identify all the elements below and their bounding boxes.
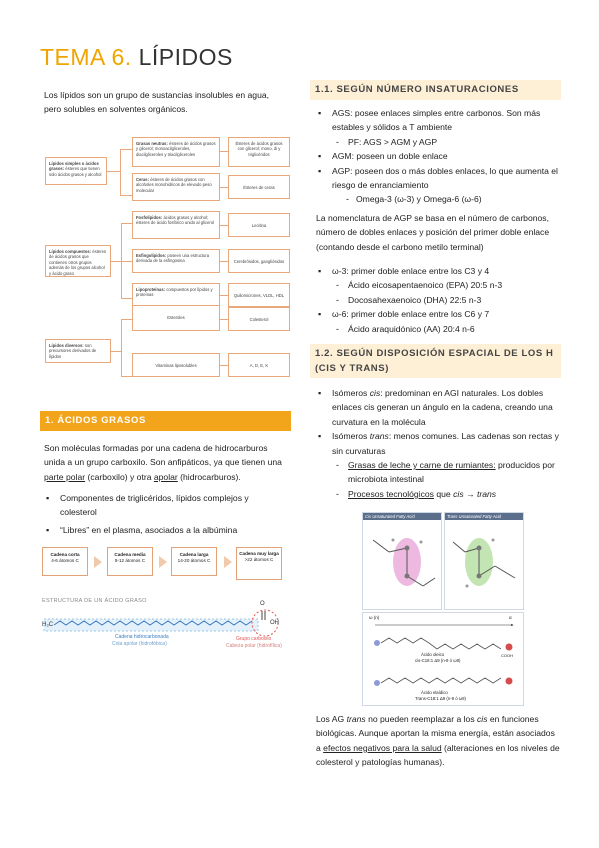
omega-list: ω-3: primer doble enlace entre los C3 y …: [316, 264, 561, 336]
bullet-components: Componentes de triglicéridos, lípidos co…: [44, 491, 284, 520]
bullet-free: “Libres” en el plasma, asociados a la al…: [44, 523, 284, 538]
structure-head-sub: Cabeza polar (hidrofílica): [226, 643, 282, 649]
oleic-label: Ácido oleico: [421, 652, 445, 657]
section-1-2-heading: 1.2. SEGÚN DISPOSICIÓN ESPACIAL DE LOS H…: [310, 344, 561, 378]
structure-title: ESTRUCTURA DE UN ÁCIDO GRASO: [42, 598, 147, 604]
org-vitamins-example: A, D, E, K: [228, 353, 290, 377]
aa-item: Ácido araquidónico (AA) 20:4 n-6: [316, 322, 561, 337]
polar-term: parte polar: [44, 471, 86, 482]
tech-item: Procesos tecnológicos que cis → trans: [316, 487, 561, 502]
org-waxes: Ceras: ésteres de ácidos grasos con alco…: [132, 173, 220, 201]
cis-trans-figure: Cis Unsaturated Fatty Acid Trans Unsatur…: [360, 510, 524, 706]
flow-arrow-icon: [224, 556, 232, 568]
cis-molecule-svg: [372, 538, 436, 587]
title-name: LÍPIDOS: [138, 44, 233, 70]
org-sphingo-example: Cerebrósidos, gangliósidos: [228, 249, 290, 273]
oleic-formula: cis-C18:1 Δ9 (n-9 ó ω9): [415, 658, 461, 663]
agp-item: AGP: poseen dos o más dobles enlaces, lo…: [316, 164, 561, 193]
chain-panel: ω (n) α COOH Ácido oleico cis-C18:1 Δ9 (…: [362, 612, 524, 706]
fatty-acid-chain-svg: [43, 609, 279, 637]
epa-item: Ácido eicosapentaenoico (EPA) 20:5 n-3: [316, 278, 561, 293]
org-sphingo: Esfingolípidos: poseen una estructura de…: [132, 249, 220, 273]
cis-item: Isómeros cis: predominan en AGI naturale…: [316, 386, 561, 429]
org-lipoprot: Lipoproteínas: compuestos por lípidos y …: [132, 283, 220, 307]
pf-item: PF: AGS > AGM y AGP: [316, 135, 561, 150]
dha-item: Docosahexaenoico (DHA) 22:5 n-3: [316, 293, 561, 308]
structure-right-end: OH: [270, 620, 279, 626]
org-neutral: Grasas neutras: ésteres de ácidos grasos…: [132, 137, 220, 167]
w3-item: ω-3: primer doble enlace entre los C3 y …: [316, 264, 561, 279]
section-1-bullets: Componentes de triglicéridos, lípidos co…: [44, 491, 284, 538]
title-number: TEMA 6.: [40, 44, 132, 70]
elaidic-formula: Trans-C18:1 Δ9 (n-9 ó ω9): [415, 696, 466, 701]
section-1-heading: 1. ÁCIDOS GRASOS: [40, 411, 291, 431]
chain-svg: [374, 623, 514, 686]
flow-very-long: Cadena muy larga>22 átomos C: [236, 547, 282, 580]
cis-panel: Cis Unsaturated Fatty Acid: [362, 512, 442, 610]
org-simple: Lípidos simples o ácidos grasos: ésteres…: [45, 157, 107, 185]
omega-item: Omega-3 (ω-3) y Omega-6 (ω-6): [316, 192, 561, 207]
org-complex: Lípidos compuestos: ésteres de ácidos gr…: [45, 245, 111, 277]
trans-item: Isómeros trans: menos comunes. Las caden…: [316, 429, 561, 458]
final-paragraph: Los AG trans no pueden reemplazar a los …: [316, 714, 560, 768]
org-sterols-example: Colesterol: [228, 307, 290, 331]
trans-title: Trans Unsaturated Fatty Acid: [445, 513, 523, 520]
section-1-2-list: Isómeros cis: predominan en AGI naturale…: [316, 386, 561, 502]
flow-arrow-icon: [94, 556, 102, 568]
apolar-term: apolar: [153, 471, 178, 482]
trans-molecule-svg: [452, 538, 516, 588]
nomenclature-text: La nomenclatura de AGP se basa en el núm…: [316, 213, 550, 252]
cis-title: Cis Unsaturated Fatty Acid: [363, 513, 441, 520]
structure-tail-sub: Cola apolar (hidrofóbica): [112, 641, 167, 647]
cooh-label: COOH: [501, 653, 513, 658]
agm-item: AGM: poseen un doble enlace: [316, 149, 561, 164]
elaidic-label: Ácido elaídico: [421, 690, 448, 695]
structure-tail-label: Cadena hidrocarbonada: [115, 634, 169, 640]
section-1-1-heading: 1.1. SEGÚN NÚMERO INSATURACIONES: [310, 80, 561, 100]
org-neutral-example: Ésteres de ácidos grasos con glicerol; m…: [228, 137, 290, 167]
org-waxes-example: Ésteres de ceras: [228, 175, 290, 199]
section-1-text: Son moléculas formadas por una cadena de…: [44, 443, 282, 482]
trans-panel: Trans Unsaturated Fatty Acid: [444, 512, 524, 610]
org-phospho-example: Lecitina: [228, 213, 290, 237]
org-sterols: Esteroles: [132, 305, 220, 331]
org-vitamins: Vitaminas liposolubles: [132, 353, 220, 377]
fatty-acid-structure-figure: ESTRUCTURA DE UN ÁCIDO GRASO H₃C O OH Ca…: [40, 596, 290, 654]
structure-left-end: H₃C: [42, 622, 54, 628]
intro-text: Los lípidos son un grupo de sustancias i…: [44, 90, 270, 115]
ags-item: AGS: posee enlaces simples entre carbono…: [316, 106, 561, 135]
structure-head-label: Grupo carboxilo: [236, 636, 272, 642]
org-lipoprot-example: Quilomicrones, VLDL, HDL: [228, 283, 290, 307]
alpha-label: α: [509, 615, 512, 620]
w6-item: ω-6: primer doble enlace entre los C6 y …: [316, 307, 561, 322]
dairy-item: Grasas de leche y carne de rumiantes: pr…: [316, 458, 561, 487]
structure-oxygen: O: [260, 601, 265, 607]
omega-label: ω (n): [369, 615, 380, 620]
page-title: TEMA 6. LÍPIDOS: [40, 44, 233, 71]
section-1-1-list: AGS: posee enlaces simples entre carbono…: [316, 106, 561, 207]
org-diverse: Lípidos diversos: son precursores deriva…: [45, 339, 111, 363]
org-phospho: Fosfolípidos: ácidos grasos y alcohol; é…: [132, 211, 220, 239]
flow-arrow-icon: [159, 556, 167, 568]
lipid-classification-diagram: Lípidos simples o ácidos grasos: ésteres…: [40, 135, 290, 385]
